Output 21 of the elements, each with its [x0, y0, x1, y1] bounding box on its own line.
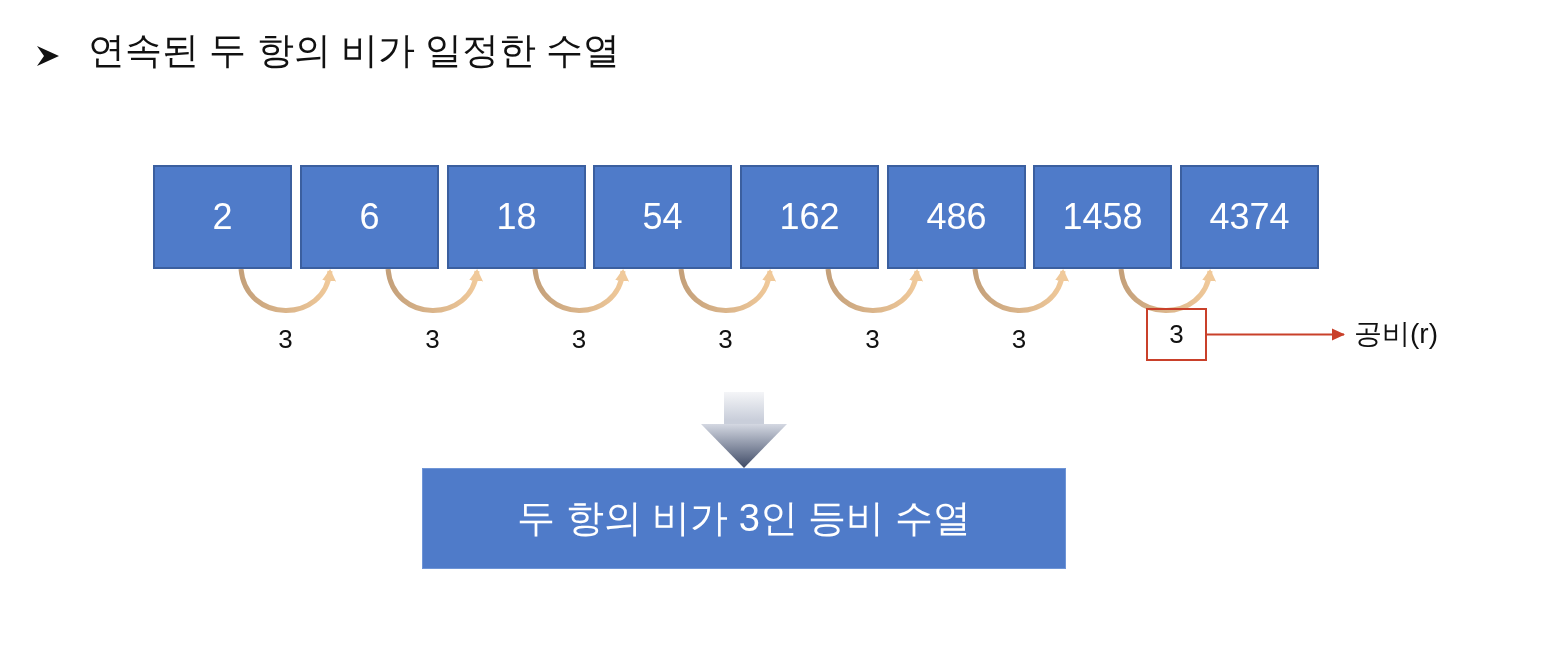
curved-arrow: [825, 268, 922, 313]
term-box: 6: [300, 165, 439, 269]
curved-arrow: [238, 268, 335, 313]
arrow: [1206, 328, 1345, 341]
result-box: 두 항의 비가 3인 등비 수열: [422, 468, 1066, 569]
term-box: 162: [740, 165, 879, 269]
curved-arrow: [385, 268, 482, 313]
term-box: 486: [887, 165, 1026, 269]
term-box: 2: [153, 165, 292, 269]
curved-arrow: [1118, 268, 1215, 313]
ratio-label: 공비(r): [1354, 317, 1438, 351]
ratio-box: 3: [1146, 308, 1207, 361]
curved-arrow: [678, 268, 775, 313]
curved-arrow: [532, 268, 628, 313]
term-box: 1458: [1033, 165, 1172, 269]
title: 연속된 두 항의 비가 일정한 수열: [88, 29, 621, 73]
term-box: 54: [593, 165, 732, 269]
curved-arrow: [972, 268, 1068, 313]
term-box: 18: [447, 165, 586, 269]
down-block-arrow: [701, 392, 787, 468]
term-box: 4374: [1180, 165, 1319, 269]
